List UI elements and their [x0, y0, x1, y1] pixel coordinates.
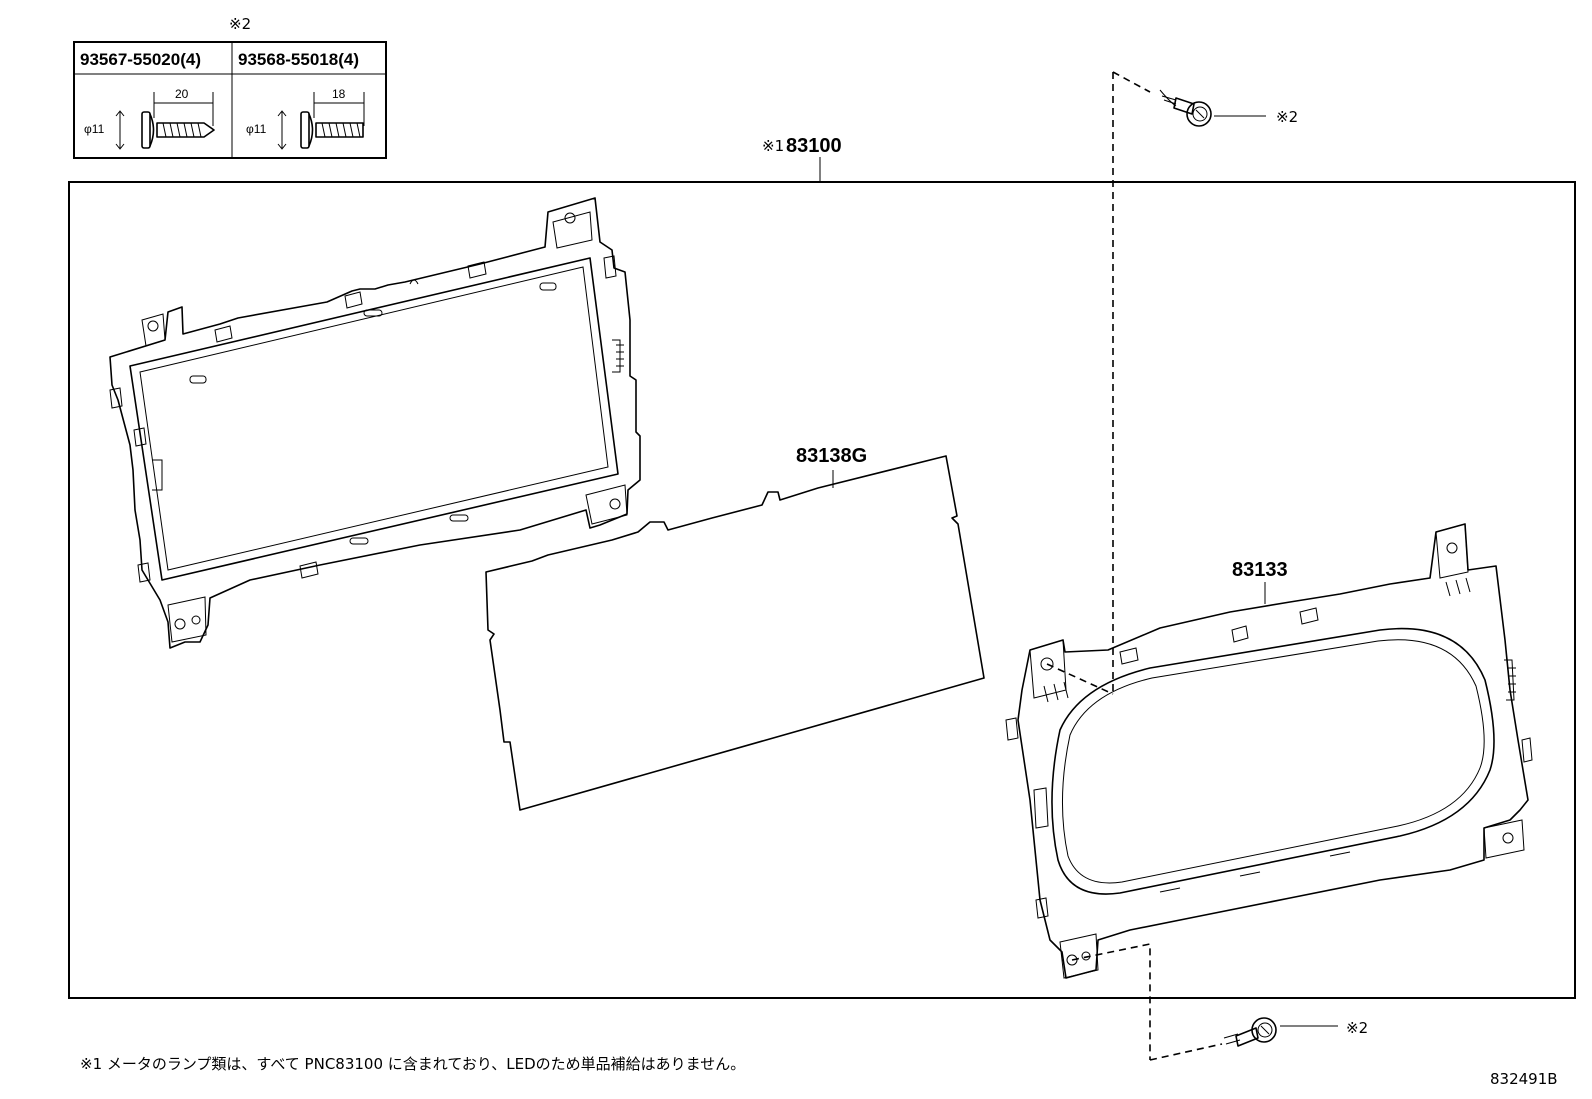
- screw-leaders: [1046, 71, 1223, 1061]
- part-label-83138g: 83138G: [796, 445, 867, 467]
- fastener-table: ※2 93567-55020(4) φ11 20 93568-5501: [73, 15, 387, 159]
- fastener-cell-1: 93567-55020(4) φ11 20: [80, 50, 215, 150]
- screw-callout-bottom: ※2: [1346, 1019, 1368, 1037]
- fastener-length-1: 20: [175, 87, 189, 101]
- fastener-diameter-1: φ11: [84, 122, 105, 136]
- part-83133-drawing: 83133: [1005, 523, 1533, 979]
- screw-bottom-icon: [1223, 1017, 1277, 1047]
- fastener-part-no-2: 93568-55018(4): [238, 50, 359, 69]
- assembly-mark: ※1: [762, 137, 784, 155]
- assembly-group: ※1 83100: [68, 135, 1576, 999]
- fastener-part-no-1: 93567-55020(4): [80, 50, 201, 69]
- machine-screw-icon: [300, 111, 364, 149]
- screw-top-icon: [1159, 89, 1212, 127]
- meter-housing-left-drawing: [109, 197, 641, 649]
- footnote: ※1 メータのランプ類は、すべて PNC83100 に含まれており、LEDのため…: [80, 1055, 745, 1073]
- diagram-code: 832491B: [1490, 1070, 1558, 1088]
- fastener-diameter-2: φ11: [246, 122, 267, 136]
- screw-bottom: ※2: [1223, 1017, 1368, 1047]
- tapping-screw-icon: [141, 111, 215, 149]
- part-83138g-drawing: 83138G: [485, 445, 985, 811]
- assembly-part-no: 83100: [786, 135, 842, 157]
- part-label-83133: 83133: [1232, 559, 1288, 581]
- fastener-cell-2: 93568-55018(4) φ11 18: [238, 50, 365, 150]
- screw-top: ※2: [1159, 89, 1298, 127]
- screw-callout-top: ※2: [1276, 108, 1298, 126]
- fastener-table-note-mark: ※2: [229, 15, 251, 33]
- fastener-length-2: 18: [332, 87, 346, 101]
